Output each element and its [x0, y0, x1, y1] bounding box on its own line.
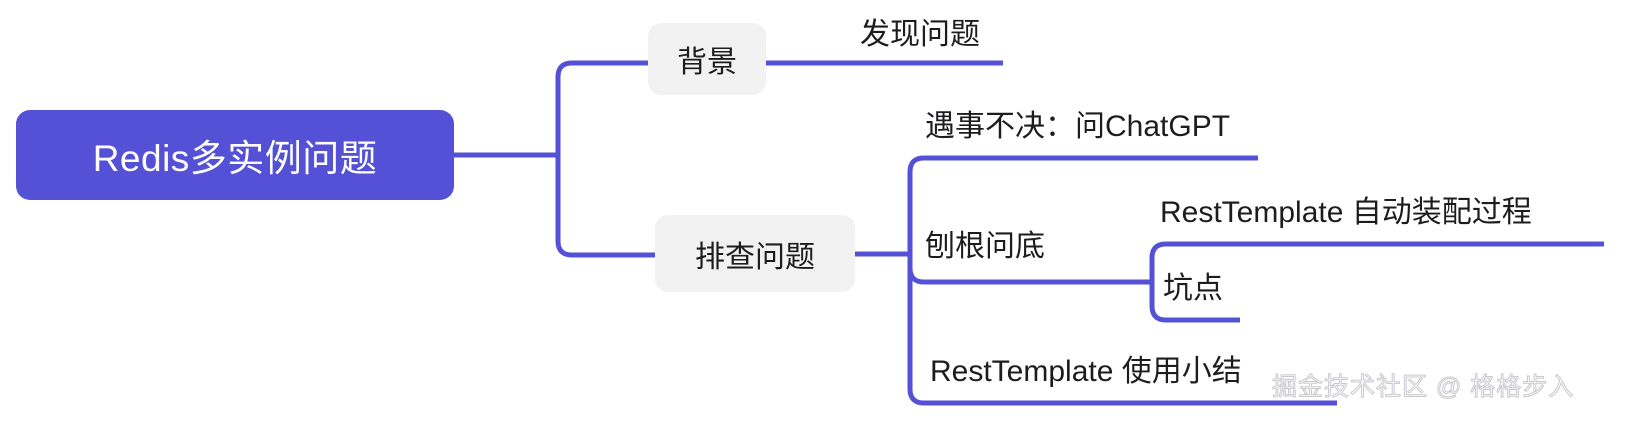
- branch-node-troubleshoot-label: 排查问题: [695, 240, 815, 274]
- branch-node-troubleshoot[interactable]: 排查问题: [655, 215, 855, 292]
- leaf-node-autoconfig-process-label: RestTemplate 自动装配过程: [1160, 196, 1532, 229]
- edge-root-to-background: [555, 60, 648, 155]
- leaf-node-ask-chatgpt-label: 遇事不决：问ChatGPT: [925, 110, 1231, 143]
- leaf-node-discover-problem-label: 发现问题: [860, 18, 980, 51]
- leaf-node-pitfalls-label: 坑点: [1163, 272, 1223, 305]
- watermark: 掘金技术社区 @ 格格步入: [1271, 373, 1575, 402]
- leaf-node-ask-chatgpt[interactable]: 遇事不决：问ChatGPT: [925, 100, 1230, 146]
- edge-root-to-troubleshoot: [555, 155, 655, 258]
- leaf-node-root-cause-label: 刨根问底: [925, 230, 1045, 263]
- leaf-node-autoconfig-process[interactable]: RestTemplate 自动装配过程: [1160, 186, 1532, 232]
- leaf-node-root-cause[interactable]: 刨根问底: [925, 220, 1045, 266]
- root-node-label: Redis多实例问题: [92, 138, 378, 179]
- branch-node-background-label: 背景: [677, 46, 737, 79]
- root-node[interactable]: Redis多实例问题: [16, 110, 454, 200]
- leaf-node-usage-summary[interactable]: RestTemplate 使用小结: [930, 345, 1242, 391]
- leaf-node-pitfalls[interactable]: 坑点: [1163, 262, 1223, 308]
- leaf-node-discover-problem[interactable]: 发现问题: [860, 8, 980, 54]
- branch-node-background[interactable]: 背景: [648, 23, 766, 95]
- leaf-node-usage-summary-label: RestTemplate 使用小结: [930, 355, 1242, 388]
